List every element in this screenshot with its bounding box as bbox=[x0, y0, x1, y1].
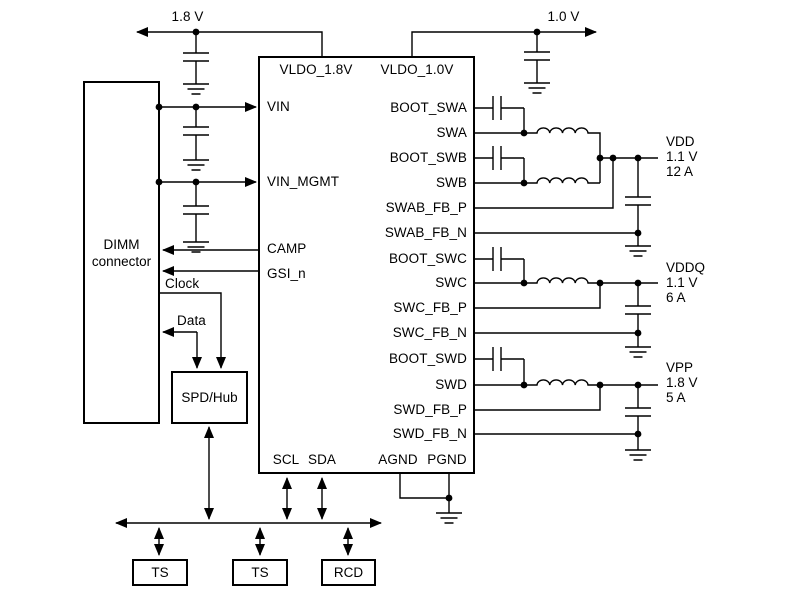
pin-label-swc-fb-n: SWC_FB_N bbox=[392, 325, 467, 340]
boot-swd-cap bbox=[474, 347, 525, 385]
pin-label-swd-fb-n: SWD_FB_N bbox=[392, 426, 467, 441]
ts2-label: TS bbox=[251, 565, 269, 580]
pin-label-vin-mgmt: VIN_MGMT bbox=[267, 174, 340, 189]
pin-label-camp: CAMP bbox=[267, 241, 307, 256]
pin-label-boot-swa: BOOT_SWA bbox=[390, 100, 467, 115]
data-wire bbox=[162, 327, 202, 369]
vdd-output-cap bbox=[625, 158, 651, 246]
vddq-current-label: 6 A bbox=[666, 290, 686, 305]
vdd-current-label: 12 A bbox=[666, 164, 694, 179]
pin-label-swab-fb-p: SWAB_FB_P bbox=[385, 200, 467, 215]
vdd-name-label: VDD bbox=[666, 134, 695, 149]
rail-label-1v8: 1.8 V bbox=[171, 9, 204, 24]
vpp-output-cap bbox=[625, 385, 651, 450]
ts1-block: TS bbox=[132, 559, 188, 586]
pin-label-boot-swb: BOOT_SWB bbox=[389, 150, 467, 165]
vpp-name-label: VPP bbox=[666, 360, 694, 375]
pin-label-vldo-1v8: VLDO_1.8V bbox=[279, 62, 353, 77]
pin-label-swd-fb-p: SWD_FB_P bbox=[393, 402, 467, 417]
pin-label-boot-swd: BOOT_SWD bbox=[388, 351, 467, 366]
dimm-connector-block: DIMM connector bbox=[83, 81, 160, 424]
pin-label-vin: VIN bbox=[267, 99, 290, 114]
vdd-voltage-label: 1.1 V bbox=[666, 149, 698, 164]
pin-label-sda: SDA bbox=[307, 452, 337, 467]
dimm-connector-label: DIMM connector bbox=[91, 236, 152, 269]
pin-label-vldo-1v0: VLDO_1.0V bbox=[380, 62, 454, 77]
ts2-block: TS bbox=[232, 559, 288, 586]
ts1-label: TS bbox=[151, 565, 169, 580]
pmic-block bbox=[258, 56, 475, 474]
swb-inductor bbox=[474, 177, 600, 184]
swc-inductor bbox=[474, 277, 658, 284]
pin-label-swc-fb-p: SWC_FB_P bbox=[393, 300, 467, 315]
swc-fb-p-wire bbox=[474, 283, 601, 309]
clock-wire bbox=[160, 292, 226, 369]
vddq-output-cap bbox=[625, 283, 651, 347]
junction-dots bbox=[155, 28, 642, 502]
spd-hub-label: SPD/Hub bbox=[181, 390, 238, 405]
clock-label: Clock bbox=[165, 276, 200, 291]
agnd-pgnd-wire bbox=[399, 473, 450, 513]
vin-wire bbox=[160, 102, 257, 160]
pin-label-boot-swc: BOOT_SWC bbox=[388, 251, 467, 266]
pin-label-swc: SWC bbox=[435, 275, 467, 290]
pin-label-swa: SWA bbox=[436, 125, 467, 140]
rcd-block: RCD bbox=[321, 559, 376, 586]
rcd-label: RCD bbox=[333, 565, 364, 580]
vpp-current-label: 5 A bbox=[666, 390, 686, 405]
pin-label-gsi-n: GSI_n bbox=[267, 266, 306, 281]
vin-mgmt-wire bbox=[160, 177, 257, 242]
swab-fb-p-wire bbox=[474, 158, 614, 209]
rail-label-1v0: 1.0 V bbox=[547, 9, 580, 24]
pin-label-scl: SCL bbox=[272, 452, 300, 467]
swd-fb-p-wire bbox=[474, 385, 601, 411]
pin-label-swd: SWD bbox=[435, 377, 467, 392]
vddq-voltage-label: 1.1 V bbox=[666, 275, 698, 290]
swd-inductor bbox=[474, 379, 658, 386]
pin-label-swab-fb-n: SWAB_FB_N bbox=[384, 225, 467, 240]
boot-swb-cap bbox=[474, 146, 525, 183]
swa-inductor bbox=[474, 127, 601, 183]
vpp-voltage-label: 1.8 V bbox=[666, 375, 698, 390]
spd-hub-block: SPD/Hub bbox=[171, 371, 248, 424]
pin-label-swb: SWB bbox=[435, 175, 467, 190]
boot-swc-cap bbox=[474, 247, 525, 283]
vddq-name-label: VDDQ bbox=[666, 260, 706, 275]
boot-swa-cap bbox=[474, 96, 525, 133]
pin-label-agnd: AGND bbox=[378, 452, 418, 467]
pin-label-pgnd: PGND bbox=[427, 452, 467, 467]
data-label: Data bbox=[177, 313, 206, 328]
